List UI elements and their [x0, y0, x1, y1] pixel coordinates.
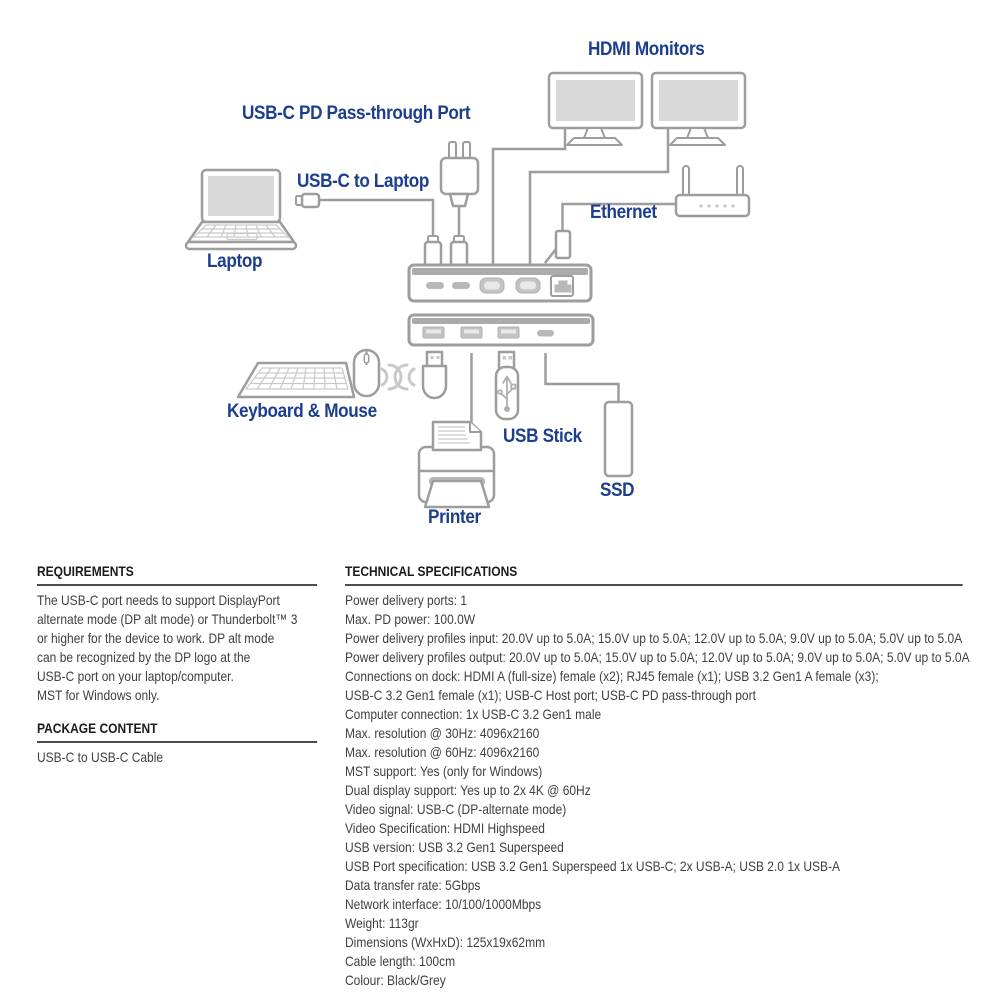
dock-hdmi-port-icon: [515, 277, 541, 294]
dock-rear-panel: [407, 263, 593, 303]
dock-usbc-port-icon: [426, 282, 444, 289]
tech-spec-line: Connections on dock: HDMI A (full-size) …: [345, 669, 879, 684]
dock-hdmi-port-icon: [479, 277, 505, 294]
tech-specs-list: Power delivery ports: 1 Max. PD power: 10…: [345, 591, 993, 990]
tech-spec-line: Cable length: 100cm: [345, 954, 456, 969]
requirements-line: alternate mode (DP alt mode) or Thunderb…: [37, 612, 298, 627]
package-content-line: USB-C to USB-C Cable: [37, 750, 164, 765]
usbc-connector-2-icon: [449, 235, 469, 268]
dock-usba-port-icon: [460, 326, 483, 339]
dock-usba-port-icon: [422, 326, 445, 339]
usbc-plug-laptop-icon: [295, 192, 321, 209]
left-column: REQUIREMENTS The USB-C port needs to sup…: [37, 564, 319, 767]
diagram-canvas: [184, 71, 751, 509]
label-hdmi-monitors: HDMI Monitors: [588, 38, 705, 60]
mouse-icon: [352, 348, 381, 398]
tech-spec-line: Dimensions (WxHxD): 125x19x62mm: [345, 935, 546, 950]
requirements-line: MST for Windows only.: [37, 688, 160, 703]
tech-spec-line: Max. resolution @ 30Hz: 4096x2160: [345, 726, 540, 741]
hdmi-cable-2: [528, 128, 670, 264]
router-icon: [674, 165, 751, 218]
dock-front-panel: [407, 313, 595, 347]
label-usbc-pd-port: USB-C PD Pass-through Port: [242, 102, 471, 124]
ethernet-cable: [561, 202, 676, 231]
hdmi-monitor-icon: [547, 71, 644, 146]
dock-rj45-port-icon: [550, 275, 574, 297]
package-content-text: USB-C to USB-C Cable: [37, 748, 319, 767]
wireless-signal-icon: [380, 363, 416, 391]
requirements-line: USB-C port on your laptop/computer.: [37, 669, 234, 684]
tech-spec-line: Video Specification: HDMI Highspeed: [345, 821, 545, 836]
tech-spec-line: Video signal: USB-C (DP-alternate mode): [345, 802, 567, 817]
usb-stick-icon: [494, 350, 520, 421]
label-printer: Printer: [428, 506, 481, 528]
label-usbc-to-laptop: USB-C to Laptop: [297, 170, 429, 192]
tech-spec-line: Data transfer rate: 5Gbps: [345, 878, 481, 893]
printer-icon: [417, 420, 496, 509]
tech-spec-line: Power delivery profiles input: 20.0V up …: [345, 631, 963, 646]
cables: [319, 128, 676, 440]
right-column: TECHNICAL SPECIFICATIONS Power delivery …: [345, 564, 993, 990]
requirements-line: or higher for the device to work. DP alt…: [37, 631, 275, 646]
label-ssd: SSD: [600, 479, 635, 501]
dock-usbc-port-icon: [537, 330, 554, 337]
tech-spec-line: Network interface: 10/100/1000Mbps: [345, 897, 542, 912]
label-ethernet: Ethernet: [590, 201, 657, 223]
tech-spec-line: Max. resolution @ 60Hz: 4096x2160: [345, 745, 540, 760]
rj45-connector-icon: [544, 229, 572, 264]
usbc-connector-1-icon: [423, 235, 443, 268]
tech-spec-line: Computer connection: 1x USB-C 3.2 Gen1 m…: [345, 707, 602, 722]
tech-spec-line: USB version: USB 3.2 Gen1 Superspeed: [345, 840, 564, 855]
package-content-title: PACKAGE CONTENT: [37, 721, 318, 743]
tech-spec-line: Power delivery ports: 1: [345, 593, 468, 608]
tech-spec-line: Colour: Black/Grey: [345, 973, 446, 988]
keyboard-icon: [236, 361, 356, 399]
hdmi-monitor-icon: [650, 71, 747, 147]
laptop-icon: [184, 168, 298, 251]
label-laptop: Laptop: [207, 250, 263, 272]
tech-specs-title: TECHNICAL SPECIFICATIONS: [345, 564, 963, 586]
usb-receiver-icon: [421, 350, 448, 400]
requirements-title: REQUIREMENTS: [37, 564, 318, 586]
usb-trident-icon: [497, 375, 517, 412]
label-keyboard-mouse: Keyboard & Mouse: [227, 400, 377, 422]
tech-spec-line: USB Port specification: USB 3.2 Gen1 Sup…: [345, 859, 841, 874]
tech-spec-line: MST support: Yes (only for Windows): [345, 764, 543, 779]
requirements-line: can be recognized by the DP logo at the: [37, 650, 251, 665]
usbc-to-laptop-cable: [319, 198, 435, 238]
hdmi-cable-1: [491, 128, 567, 264]
ssd-icon: [603, 400, 634, 478]
label-usb-stick: USB Stick: [503, 425, 582, 447]
power-adapter-icon: [439, 141, 480, 208]
connection-diagram: HDMI Monitors USB-C PD Pass-through Port…: [184, 38, 751, 528]
requirements-line: The USB-C port needs to support DisplayP…: [37, 593, 280, 608]
tech-spec-line: Weight: 113gr: [345, 916, 419, 931]
tech-spec-line: Power delivery profiles output: 20.0V up…: [345, 650, 970, 665]
requirements-text: The USB-C port needs to support DisplayP…: [37, 591, 319, 705]
ssd-cable: [544, 353, 620, 401]
tech-spec-line: USB-C 3.2 Gen1 female (x1); USB-C Host p…: [345, 688, 756, 703]
tech-spec-line: Max. PD power: 100.0W: [345, 612, 476, 627]
dock-usba-port-icon: [497, 326, 520, 339]
tech-spec-line: Dual display support: Yes up to 2x 4K @ …: [345, 783, 591, 798]
dock-usbc-port-icon: [452, 282, 470, 289]
